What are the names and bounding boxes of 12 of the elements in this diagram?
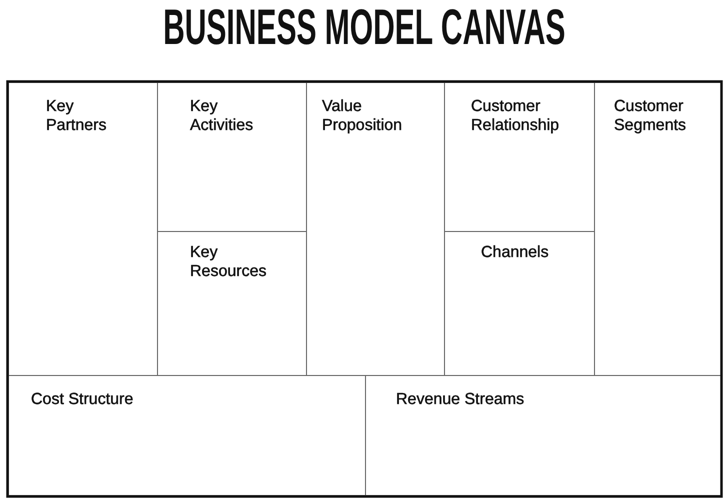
block-heading: Key Partners xyxy=(46,97,108,135)
block-heading: Channels xyxy=(481,243,550,262)
block-heading: Value Proposition xyxy=(322,97,404,135)
block-heading: Customer Segments xyxy=(614,97,688,135)
block-heading: Key Activities xyxy=(190,97,254,135)
block-heading: Key Resources xyxy=(190,243,268,281)
canvas-block xyxy=(8,375,366,496)
block-heading: Customer Relationship xyxy=(471,97,560,135)
canvas-block xyxy=(8,82,158,376)
page-title: BUSINESS MODEL CANVAS xyxy=(162,2,566,52)
block-heading: Revenue Streams xyxy=(396,390,526,409)
block-heading: Cost Structure xyxy=(31,390,134,409)
